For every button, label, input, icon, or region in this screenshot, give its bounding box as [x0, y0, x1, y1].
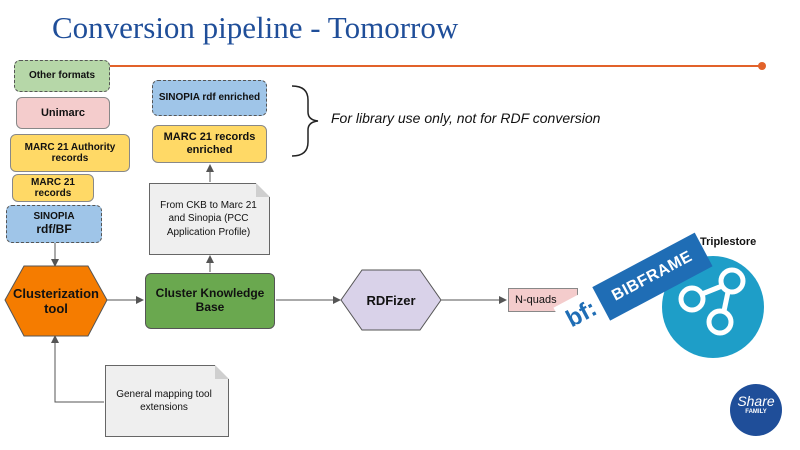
clusterization-hexagon [4, 265, 108, 337]
sinopia-enriched-box: SINOPIA rdf enriched [152, 80, 267, 116]
sinopia-label: SINOPIA [33, 211, 75, 223]
other-formats-box: Other formats [14, 60, 110, 92]
triplestore-circle [662, 256, 764, 358]
marc21-authority-box: MARC 21 Authority records [10, 134, 130, 172]
share-wordmark: Share [737, 393, 775, 409]
share-family-sub: FAMILY [745, 409, 767, 415]
mapping-extensions-doc: General mapping tool extensions [105, 365, 229, 437]
mapping-doc-fold [215, 365, 229, 379]
ckb-doc-fold [256, 183, 270, 197]
ckb-to-marc-doc: From CKB to Marc 21 and Sinopia (PCC App… [149, 183, 270, 255]
arrow-mapping-to-clusterization [51, 335, 104, 403]
share-family-logo: Share FAMILY [730, 384, 782, 436]
rdfizer-hexagon [340, 269, 442, 331]
unimarc-box: Unimarc [16, 97, 110, 129]
rdfizer-label: RDFizer [366, 292, 416, 308]
marc21-enriched-box: MARC 21 records enriched [152, 125, 267, 163]
cluster-kb-box: Cluster Knowledge Base [145, 273, 275, 329]
brace [291, 85, 319, 157]
title-underline-dot [758, 62, 766, 70]
rdf-bf-label: rdf/BF [36, 221, 72, 236]
sinopia-rdf-box: SINOPIA rdf/BF [6, 205, 102, 243]
marc21-records-box: MARC 21 records [12, 174, 94, 202]
library-use-note: For library use only, not for RDF conver… [331, 110, 601, 126]
title-underline [52, 65, 762, 67]
clusterization-label: Clusterization tool [13, 286, 99, 316]
triplestore-label: Triplestore [700, 236, 757, 248]
slide-title: Conversion pipeline - Tomorrow [52, 10, 459, 45]
triplestore-icon [678, 267, 746, 336]
